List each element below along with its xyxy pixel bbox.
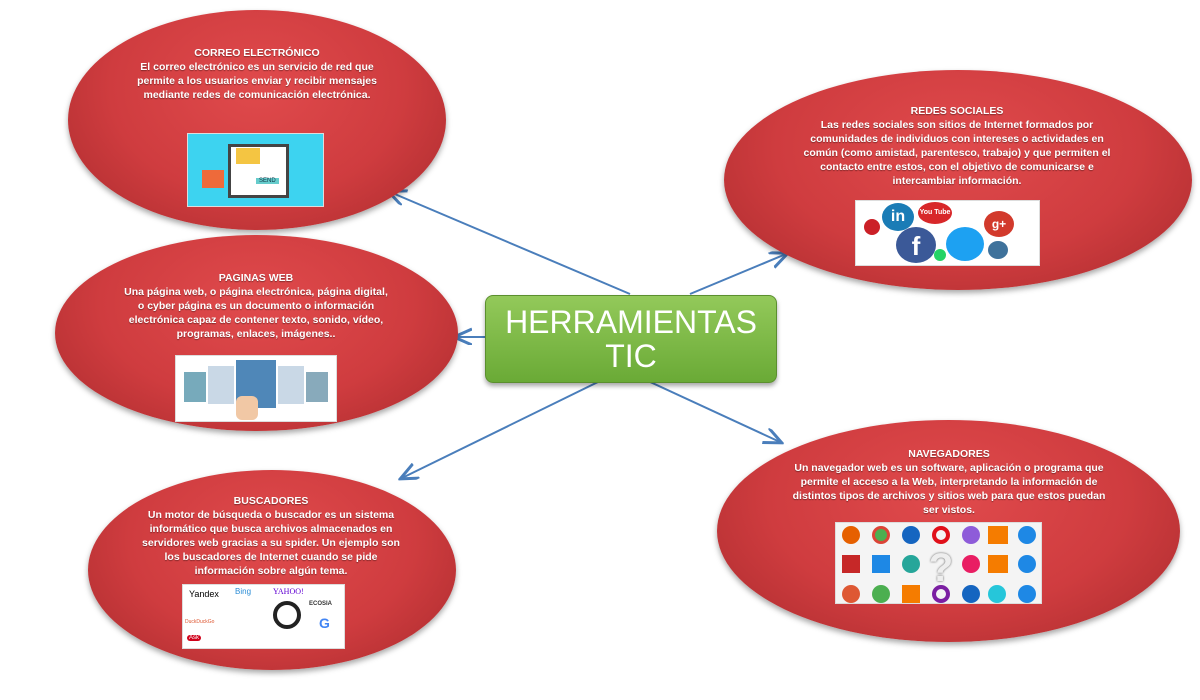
- arrow-navegadores: [647, 380, 780, 442]
- magnifier-icon: [273, 601, 301, 629]
- question-mark-icon: ?: [928, 546, 954, 590]
- twitter-icon: [946, 227, 984, 261]
- social-media-icons-image: in f You Tube g+: [855, 200, 1040, 266]
- node-body: Las redes sociales son sitios de Interne…: [803, 119, 1111, 187]
- node-title: REDES SOCIALES: [910, 105, 1004, 117]
- web-page-thumbnail: [306, 372, 328, 402]
- node-correo-text: CORREO ELECTRÓNICO El correo electrónico…: [130, 46, 384, 102]
- uc-browser-icon: [988, 526, 1008, 544]
- browser-icon: [932, 585, 950, 603]
- browser-icon: [988, 585, 1006, 603]
- browsers-image: ?: [835, 522, 1042, 604]
- whatsapp-icon: [934, 249, 946, 261]
- node-body: Un navegador web es un software, aplicac…: [792, 462, 1106, 516]
- browser-icon: [962, 555, 980, 573]
- browser-icon: [1018, 585, 1036, 603]
- instagram-icon: [988, 241, 1008, 259]
- email-illustration: SEND: [187, 133, 324, 207]
- duckduckgo-logo: DuckDuckGo: [185, 619, 215, 625]
- node-paginas-text: PAGINAS WEB Una página web, o página ele…: [120, 271, 392, 341]
- bing-logo: Bing: [235, 587, 252, 596]
- hand-pointer-icon: [236, 396, 258, 420]
- linkedin-icon: in: [882, 203, 914, 231]
- google-logo: G: [319, 615, 330, 631]
- arrow-correo: [390, 192, 631, 295]
- envelope-icon: [236, 148, 260, 164]
- node-buscadores-text: BUSCADORES Un motor de búsqueda o buscad…: [135, 494, 407, 578]
- search-engines-image: Yandex Bing YAHOO! ECOSIA DuckDuckGo Ask…: [182, 584, 345, 649]
- send-label: SEND: [256, 178, 279, 184]
- uc-browser-icon: [902, 585, 920, 603]
- browser-icon: [872, 585, 890, 603]
- browser-icon: [962, 585, 980, 603]
- chrome-icon: [872, 526, 890, 544]
- google-plus-icon: g+: [984, 211, 1014, 237]
- node-title: CORREO ELECTRÓNICO: [194, 47, 320, 59]
- node-navegadores-text: NAVEGADORES Un navegador web es un softw…: [790, 447, 1108, 517]
- arrow-redes: [689, 254, 786, 295]
- ecosia-logo: ECOSIA: [309, 601, 333, 607]
- central-topic: HERRAMIENTAS TIC: [485, 295, 777, 383]
- ask-logo: Ask: [187, 635, 202, 641]
- duckduckgo-icon: [842, 585, 860, 603]
- yahoo-logo: YAHOO!: [273, 587, 304, 596]
- node-redes-text: REDES SOCIALES Las redes sociales son si…: [795, 104, 1119, 188]
- node-body: El correo electrónico es un servicio de …: [137, 61, 377, 101]
- node-body: Un motor de búsqueda o buscador es un si…: [142, 509, 400, 577]
- node-title: NAVEGADORES: [908, 448, 990, 460]
- node-title: BUSCADORES: [233, 495, 309, 507]
- arrow-buscadores: [402, 380, 601, 478]
- uc-browser-icon: [988, 555, 1008, 573]
- web-page-thumbnail: [208, 366, 234, 404]
- browser-icon: [1018, 526, 1036, 544]
- web-page-thumbnail: [278, 366, 304, 404]
- opera-icon: [932, 526, 950, 544]
- firefox-icon: [842, 526, 860, 544]
- web-page-thumbnail: [184, 372, 206, 402]
- browser-icon: [902, 526, 920, 544]
- web-pages-image: [175, 355, 337, 422]
- browser-icon: [962, 526, 980, 544]
- edge-icon: [872, 555, 890, 573]
- youtube-icon: You Tube: [918, 202, 952, 224]
- facebook-icon: f: [896, 227, 936, 263]
- browser-icon: [842, 555, 860, 573]
- pinterest-icon: [864, 219, 880, 235]
- node-body: Una página web, o página electrónica, pá…: [124, 286, 388, 340]
- browser-icon: [902, 555, 920, 573]
- yandex-logo: Yandex: [189, 589, 219, 599]
- node-title: PAGINAS WEB: [218, 272, 294, 284]
- browser-icon: [1018, 555, 1036, 573]
- mail-icon: [202, 170, 224, 188]
